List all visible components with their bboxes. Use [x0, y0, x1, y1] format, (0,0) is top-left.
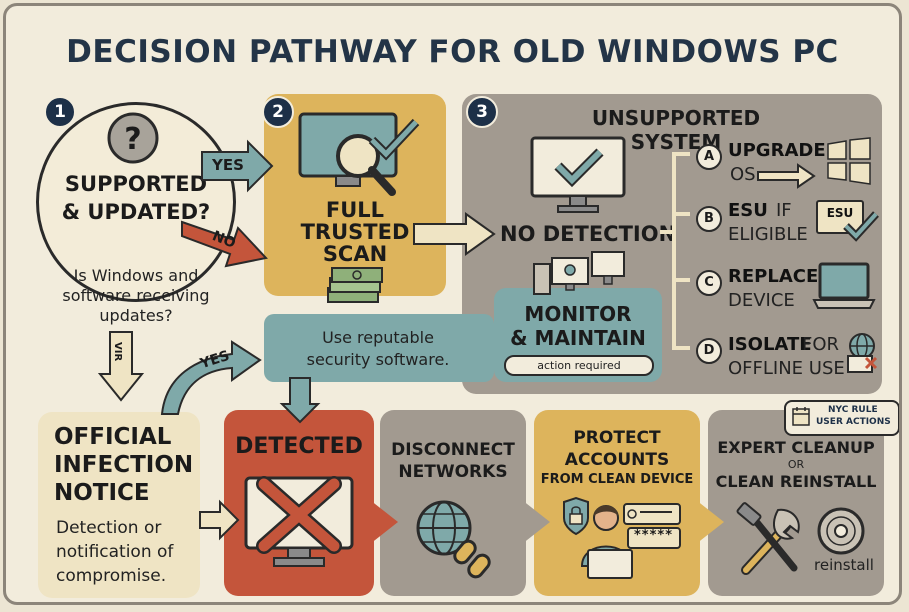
- yes-arrow: [201, 139, 274, 193]
- option-c-letter: C: [696, 270, 722, 296]
- decision-label-line2: & UPDATED?: [61, 200, 211, 224]
- esu-check-icon: [843, 211, 879, 242]
- option-d-main: ISOLATE: [728, 334, 812, 355]
- notice-desc-line1: Detection or: [56, 518, 162, 538]
- decision-question-line1: Is Windows and: [73, 266, 199, 285]
- scan-label-line3: SCAN: [322, 242, 388, 266]
- cleanup-label-line2: OR: [787, 458, 805, 471]
- detected-label: DETECTED: [235, 434, 363, 459]
- option-d-sub: OFFLINE USE: [728, 358, 845, 379]
- option-d-letter: D: [696, 338, 722, 364]
- option-c-sub: DEVICE: [728, 290, 795, 311]
- decision-question-line3: updates?: [99, 306, 173, 325]
- windows-logo-icon: [827, 137, 871, 185]
- notice-desc-line3: compromise.: [56, 566, 167, 586]
- notice-panel: [38, 412, 200, 598]
- tools-icon: [736, 502, 800, 575]
- cleanup-label-line1: EXPERT CLEANUP: [717, 438, 875, 457]
- notice-label-line1: OFFICIAL: [54, 424, 172, 450]
- cleanup-label-line3: CLEAN REINSTALL: [715, 472, 877, 491]
- option-c-main: REPLACE: [728, 266, 819, 287]
- broken-network-icon: [416, 500, 491, 579]
- upgrade-arrow-icon: [757, 163, 816, 189]
- protect-label-line1: PROTECT: [573, 428, 661, 448]
- options-bracket: [660, 152, 690, 350]
- calendar-icon: [792, 407, 810, 426]
- magnifier-monitor-icon: [298, 112, 420, 196]
- decision-label-line1: SUPPORTED: [64, 172, 208, 196]
- notice-desc-line2: notification of: [56, 542, 174, 562]
- option-b-main: ESU: [728, 200, 768, 221]
- person-laptop-icon: [563, 496, 681, 579]
- check-monitor-icon: [530, 136, 626, 213]
- option-a-sub: OS: [730, 164, 756, 185]
- laptop-icon: [812, 262, 876, 309]
- offline-globe-icon: [847, 333, 878, 373]
- option-b-sub: ELIGIBLE: [728, 224, 808, 245]
- software-line1: Use reputable: [322, 328, 434, 347]
- diagram-frame: DECISION PATHWAY FOR OLD WINDOWS PC UNSU…: [3, 3, 902, 605]
- computers-icon: [533, 251, 625, 295]
- option-d-main2: FOR: [802, 334, 840, 355]
- no-detection-label: NO DETECTION: [500, 222, 677, 246]
- esu-tag-icon: ESU: [816, 200, 864, 234]
- option-a-main: UPGRADE: [728, 140, 826, 161]
- scan-to-detection-arrow: [413, 212, 496, 256]
- software-line2: security software.: [306, 350, 450, 369]
- yes-label-top: YES: [212, 156, 244, 174]
- infected-monitor-icon: [244, 476, 354, 567]
- scan-label-line2: TRUSTED: [300, 220, 410, 244]
- nyc-rule-line1: NYC RULE: [828, 405, 878, 415]
- disconnect-label-line2: NETWORKS: [398, 462, 508, 482]
- reinstall-disc-icon: [817, 507, 865, 555]
- notice-to-detected-arrow: [199, 499, 240, 541]
- disconnect-label-line1: DISCONNECT: [391, 440, 515, 460]
- no-arrow: [181, 220, 268, 268]
- password-mask: *****: [634, 528, 673, 543]
- security-software-band: [264, 314, 494, 382]
- action-required-badge: action required: [504, 355, 654, 376]
- nyc-rule-line2: USER ACTIONS: [816, 417, 891, 427]
- detected-arrow: [370, 500, 398, 544]
- decision-question-line2: software receiving: [62, 286, 210, 305]
- down-arrow-text: VIR: [112, 342, 123, 362]
- step-number-3: 3: [466, 96, 498, 128]
- step-number-1: 1: [44, 96, 76, 128]
- monitor-label-line1: MONITOR: [524, 302, 632, 326]
- svg-text:?: ?: [124, 122, 141, 157]
- option-b-letter: B: [696, 206, 722, 232]
- question-icon: ?: [107, 112, 159, 164]
- step-number-2: 2: [262, 96, 294, 128]
- option-b-main2: IF: [776, 200, 792, 221]
- monitor-label-line2: & MAINTAIN: [510, 326, 646, 350]
- notice-label-line3: NOTICE: [54, 480, 150, 506]
- notice-label-line2: INFECTION: [54, 452, 194, 478]
- cash-stack-icon: [327, 267, 383, 303]
- yes-curved-arrow: [160, 340, 262, 415]
- down-arrow: [97, 331, 145, 402]
- reinstall-label: reinstall: [814, 556, 874, 574]
- scan-to-detected-arrow: [279, 377, 321, 424]
- esu-tag-text: ESU: [826, 206, 854, 220]
- protect-label-line3: FROM CLEAN DEVICE: [540, 472, 694, 487]
- page-title: DECISION PATHWAY FOR OLD WINDOWS PC: [66, 34, 839, 70]
- scan-label-line1: FULL: [325, 198, 385, 222]
- disconnect-arrow: [522, 500, 550, 544]
- protect-label-line2: ACCOUNTS: [564, 450, 670, 470]
- protect-arrow: [696, 500, 724, 544]
- option-a-letter: A: [696, 144, 722, 170]
